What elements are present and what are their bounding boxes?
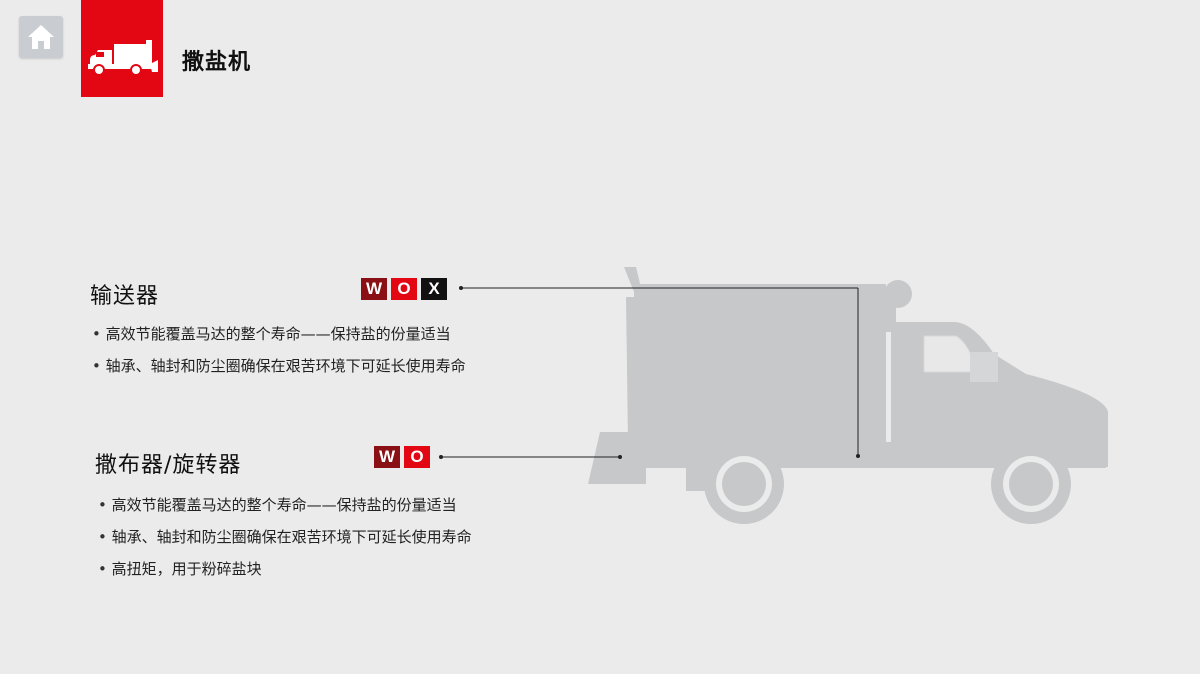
list-item: 高效节能覆盖马达的整个寿命——保持盐的份量适当 <box>98 489 472 521</box>
badge-group-conveyor: W O X <box>361 278 447 300</box>
bullet-list-spinner: 高效节能覆盖马达的整个寿命——保持盐的份量适当 轴承、轴封和防尘圈确保在艰苦环境… <box>98 489 472 585</box>
badge-x: X <box>421 278 447 300</box>
list-item: 高效节能覆盖马达的整个寿命——保持盐的份量适当 <box>92 318 466 350</box>
home-icon <box>28 25 54 49</box>
list-item: 轴承、轴封和防尘圈确保在艰苦环境下可延长使用寿命 <box>92 350 466 382</box>
list-item: 轴承、轴封和防尘圈确保在艰苦环境下可延长使用寿命 <box>98 521 472 553</box>
badge-o: O <box>391 278 417 300</box>
badge-w: W <box>361 278 387 300</box>
list-item: 高扭矩，用于粉碎盐块 <box>98 553 472 585</box>
badge-group-spinner: W O <box>374 446 430 468</box>
section-title-spinner: 撒布器/旋转器 <box>95 453 242 478</box>
salt-truck-illustration <box>588 267 1108 524</box>
bullet-list-conveyor: 高效节能覆盖马达的整个寿命——保持盐的份量适当 轴承、轴封和防尘圈确保在艰苦环境… <box>92 318 466 382</box>
badge-o: O <box>404 446 430 468</box>
title-block <box>81 0 163 97</box>
badge-w: W <box>374 446 400 468</box>
home-button[interactable] <box>19 16 63 58</box>
section-title-conveyor: 输送器 <box>90 284 160 309</box>
page-title: 撒盐机 <box>182 50 252 75</box>
salt-spreader-truck-icon <box>88 40 158 76</box>
